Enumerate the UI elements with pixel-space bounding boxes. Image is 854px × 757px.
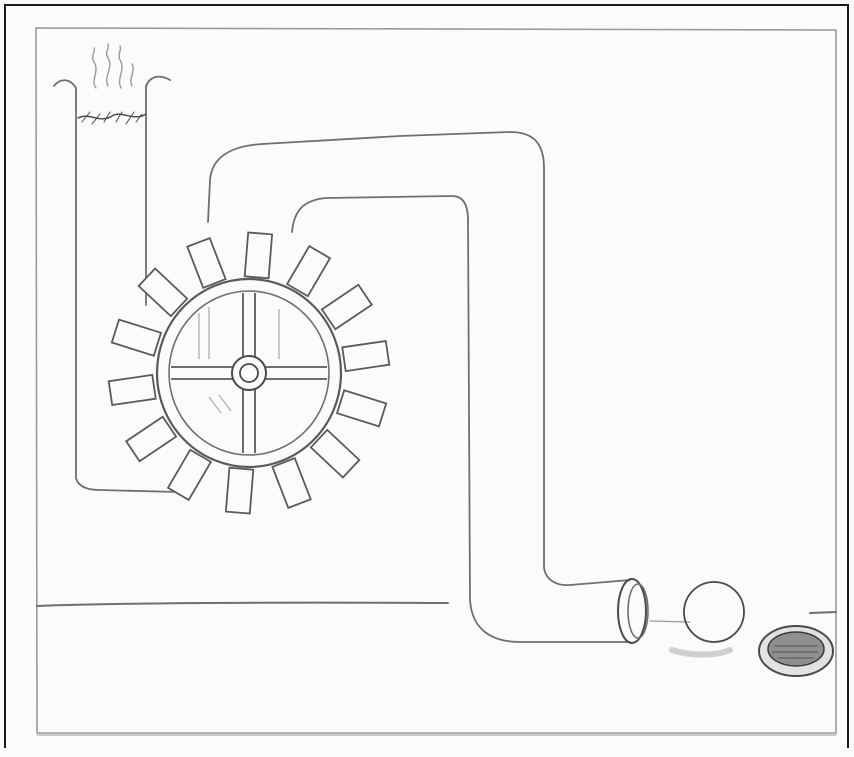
wheel-paddle xyxy=(337,390,386,426)
wheel-paddle xyxy=(109,375,156,405)
wheel-paddle xyxy=(226,468,253,514)
wheel-paddle xyxy=(342,341,389,371)
wheel-paddle xyxy=(187,238,225,288)
wheel-hub-inner xyxy=(240,364,258,382)
steam-lines xyxy=(93,44,134,88)
wheel-paddle xyxy=(112,320,161,356)
water-wheel xyxy=(109,233,390,514)
wheel-paddle xyxy=(272,458,310,508)
wheel-paddle xyxy=(245,233,272,279)
cup-target xyxy=(759,626,833,676)
wheel-paddle xyxy=(322,285,372,330)
wheel-paddle xyxy=(287,246,330,296)
ball xyxy=(672,582,744,655)
wheel-paddle xyxy=(168,450,211,500)
wheel-paddle xyxy=(126,417,176,462)
wheel-paddle xyxy=(311,430,360,478)
ground-line xyxy=(37,603,836,613)
